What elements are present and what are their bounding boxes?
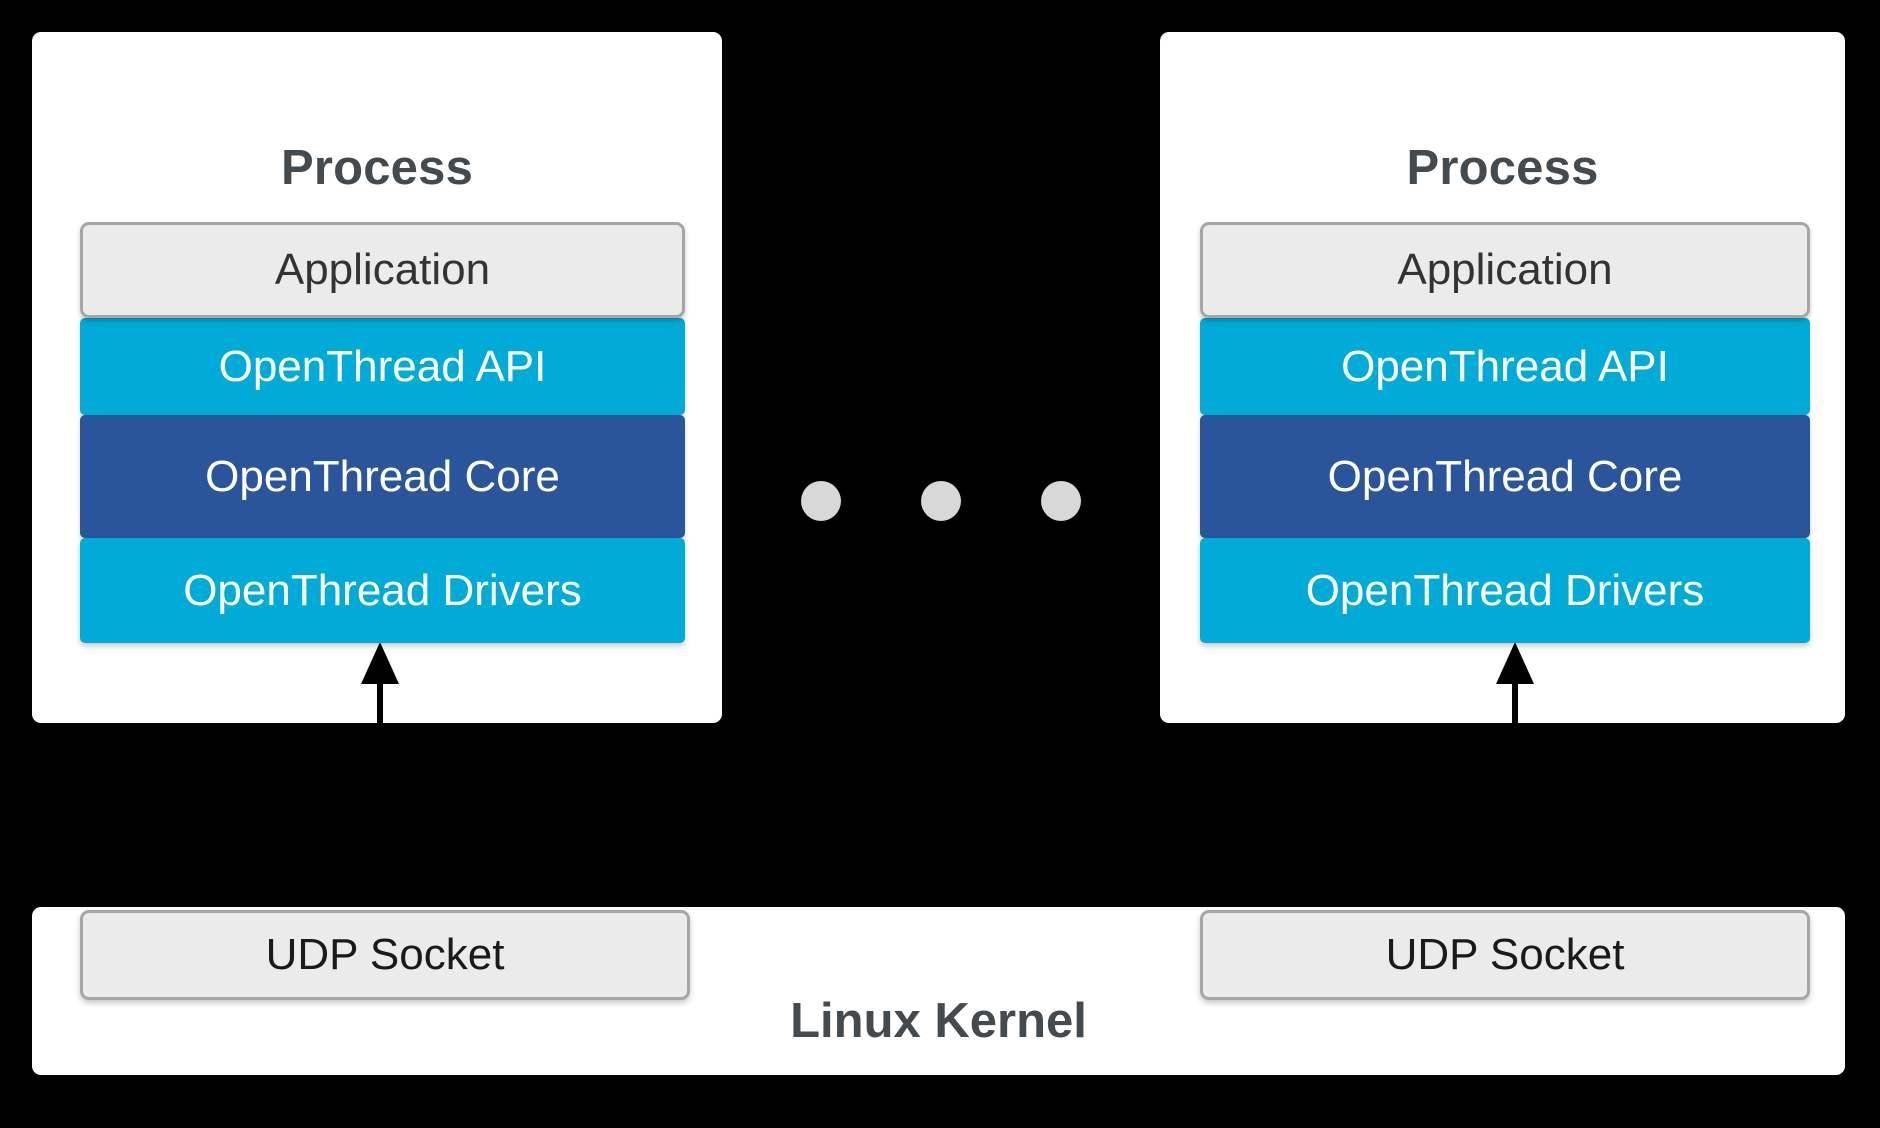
udp-socket-left: UDP Socket xyxy=(80,910,690,1000)
layer-openthread-core-right: OpenThread Core xyxy=(1200,415,1810,538)
layer-openthread-drivers-right: OpenThread Drivers xyxy=(1200,538,1810,643)
ellipsis-dot-3 xyxy=(1041,481,1081,521)
layer-label: OpenThread API xyxy=(1341,341,1669,391)
process-title-right: Process xyxy=(1406,141,1599,195)
arrow-up-left xyxy=(361,642,399,730)
layer-label: OpenThread Core xyxy=(205,451,560,501)
udp-socket-label: UDP Socket xyxy=(265,930,505,979)
layer-openthread-api-left: OpenThread API xyxy=(80,318,685,415)
arrow-up-right xyxy=(1496,642,1534,730)
layer-application-right: Application xyxy=(1200,222,1810,318)
layer-application-left: Application xyxy=(80,222,685,318)
layer-openthread-drivers-left: OpenThread Drivers xyxy=(80,538,685,643)
layer-label: OpenThread Core xyxy=(1327,451,1683,501)
kernel-title: Linux Kernel xyxy=(790,994,1087,1048)
layer-label: OpenThread Drivers xyxy=(1305,565,1705,615)
process-title-left: Process xyxy=(280,141,474,195)
udp-socket-right: UDP Socket xyxy=(1200,910,1810,1000)
ellipsis-dot-1 xyxy=(801,481,841,521)
ellipsis-dot-2 xyxy=(921,481,961,521)
layer-openthread-api-right: OpenThread API xyxy=(1200,318,1810,415)
layer-label: OpenThread API xyxy=(218,341,547,391)
udp-socket-label: UDP Socket xyxy=(1385,930,1625,979)
layer-label: Application xyxy=(274,245,491,294)
layer-openthread-core-left: OpenThread Core xyxy=(80,415,685,538)
layer-label: Application xyxy=(1397,245,1613,294)
layer-label: OpenThread Drivers xyxy=(183,565,582,615)
